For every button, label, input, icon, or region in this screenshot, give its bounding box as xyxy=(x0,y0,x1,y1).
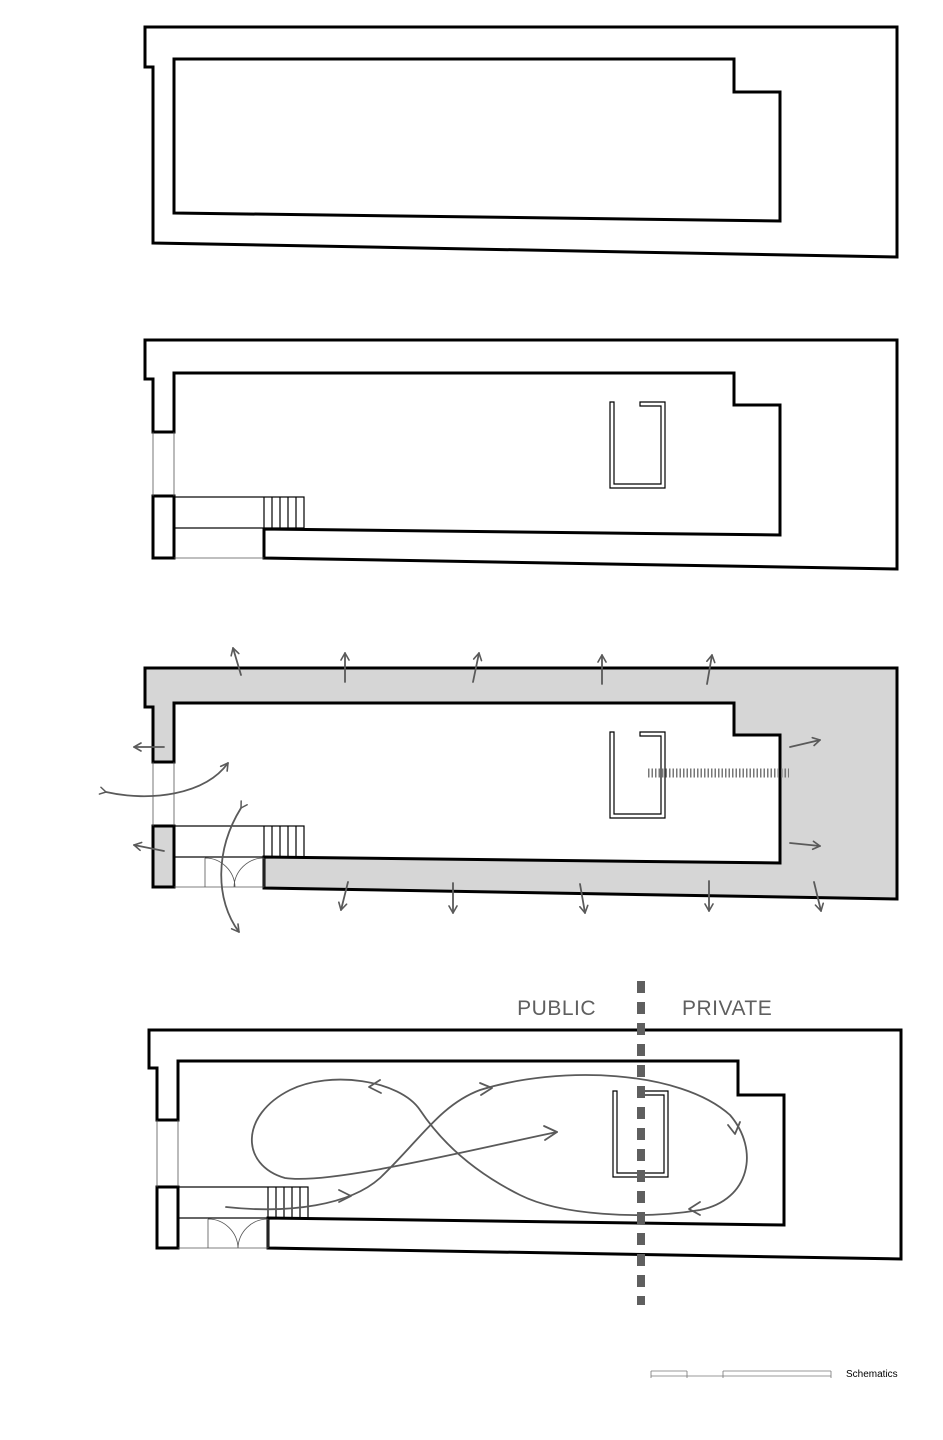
plan-2-outer-wall xyxy=(143,338,899,571)
plan-diagram-3 xyxy=(98,647,899,933)
plan-3-expansion-arrows xyxy=(98,647,825,933)
plan-diagram-2 xyxy=(143,338,899,571)
plan-4-stair xyxy=(177,1186,309,1219)
plan-1-outer-wall xyxy=(143,25,899,259)
scale-caption: Schematics xyxy=(846,1369,898,1380)
scale-bar: Schematics xyxy=(650,1369,898,1380)
plan-3-core xyxy=(609,731,666,819)
plan-4-entrance-pier xyxy=(155,1185,180,1250)
plan-diagram-1 xyxy=(143,25,899,259)
plan-3-shaded-wall xyxy=(143,666,899,901)
plan-2-stair xyxy=(173,496,305,529)
public-label: PUBLIC xyxy=(517,997,596,1020)
plan-diagram-4: PUBLIC PRIVATE xyxy=(147,981,903,1305)
plan-3-entrance-pier xyxy=(151,824,176,889)
plan-3-stair xyxy=(173,825,305,858)
plan-4-circulation-path xyxy=(225,1074,748,1216)
plan-1-inner-void xyxy=(172,57,782,223)
plan-2-entrance-pier xyxy=(151,494,176,560)
private-label: PRIVATE xyxy=(682,997,772,1020)
plan-2-core xyxy=(609,401,666,489)
plan-4-outer-wall xyxy=(147,1028,903,1261)
